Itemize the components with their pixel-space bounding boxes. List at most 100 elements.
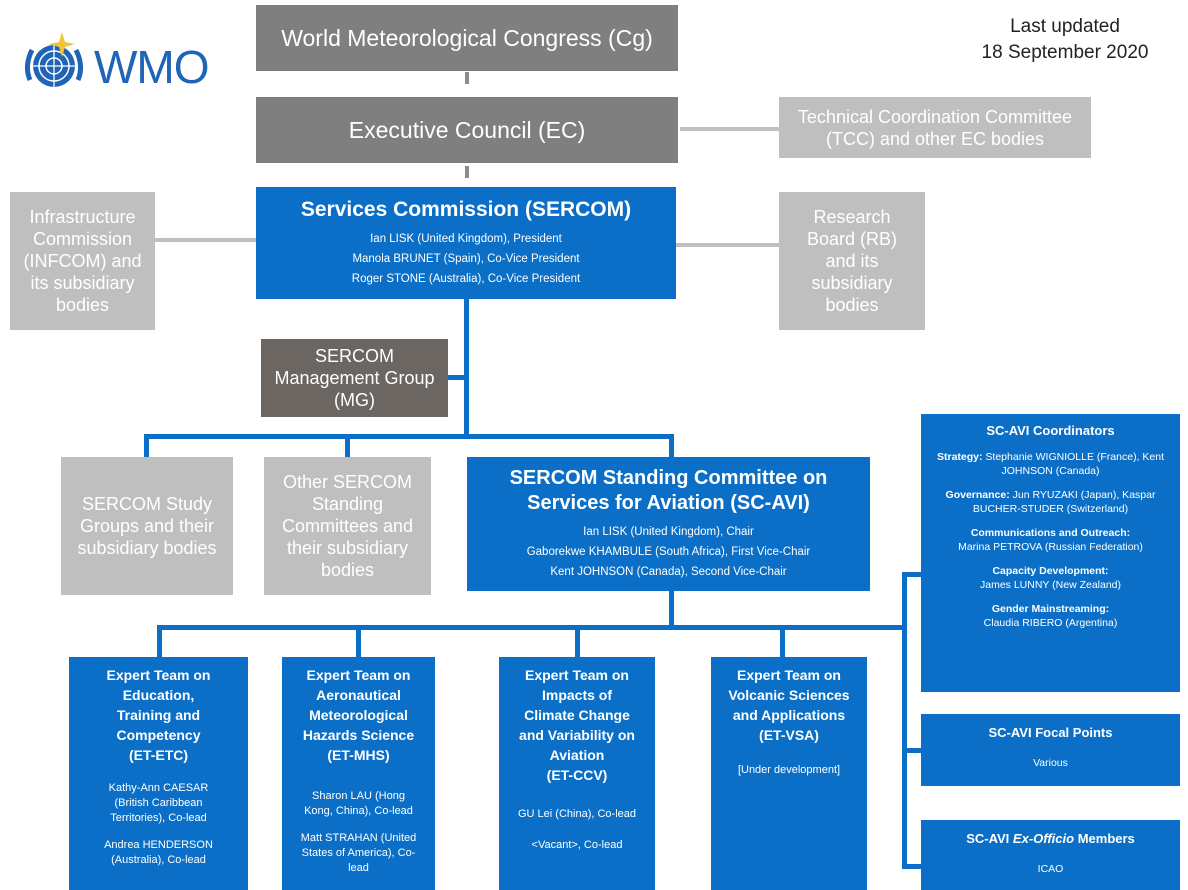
ex-officio-title-em: Ex-Officio xyxy=(1012,831,1075,846)
connector-mg xyxy=(448,375,466,380)
other-sc-box: Other SERCOM Standing Committees and the… xyxy=(264,457,431,595)
expert-team-vsa: Expert Team on Volcanic Sciences and App… xyxy=(711,657,867,890)
scavi-title-1: SERCOM Standing Committee on xyxy=(509,467,828,489)
connector-scavi xyxy=(669,434,674,458)
coordinator-governance-text: Jun RYUZAKI (Japan), Kaspar BUCHER-STUDE… xyxy=(972,489,1156,515)
et-etc-title-2: Education, xyxy=(122,687,195,703)
infcom-box: Infrastructure Commission (INFCOM) and i… xyxy=(10,192,155,330)
et-etc-person-2: Andrea HENDERSON (Australia), Co-lead xyxy=(104,838,213,868)
sercom-title: Services Commission (SERCOM) xyxy=(300,198,632,221)
et-etc-person-1-line-3: Territories), Co-lead xyxy=(110,812,207,824)
et-mhs-person-1-line-2: Kong, China), Co-lead xyxy=(304,805,413,817)
et-mhs-person-2-line-3: lead xyxy=(348,862,369,874)
other-sc-line-2: Standing xyxy=(311,494,384,514)
et-vsa-title-1: Expert Team on xyxy=(737,667,841,683)
et-vsa-title-2: Volcanic Sciences xyxy=(728,687,850,703)
coordinator-communications: Communications and Outreach:Marina PETRO… xyxy=(958,526,1143,554)
sercom-member-3: Roger STONE (Australia), Co-Vice Preside… xyxy=(351,273,581,285)
et-mhs-title-1: Expert Team on xyxy=(306,667,411,683)
sercom-member-1: Ian LISK (United Kingdom), President xyxy=(370,233,562,245)
et-ccv-title-2: Impacts of xyxy=(541,687,612,703)
infcom-line-5: bodies xyxy=(55,295,110,315)
expert-team-etc: Expert Team on Education, Training and C… xyxy=(69,657,248,890)
other-sc-line-5: bodies xyxy=(320,560,375,580)
other-sc-line-1: Other SERCOM xyxy=(282,472,413,492)
scavi-box: SERCOM Standing Committee on Services fo… xyxy=(467,457,870,591)
coordinator-strategy: Strategy: Stephanie WIGNIOLLE (France), … xyxy=(927,450,1174,478)
coordinator-capacity: Capacity Development: James LUNNY (New Ze… xyxy=(980,564,1121,592)
coordinator-strategy-text: Stephanie WIGNIOLLE (France), Kent JOHNS… xyxy=(982,451,1164,477)
et-ccv-title-4: and Variability on xyxy=(519,727,635,743)
et-ccv-person-2: <Vacant>, Co-lead xyxy=(532,838,623,853)
research-board-box: Research Board (RB) and its subsidiary b… xyxy=(779,192,925,330)
wmo-logo: WMO xyxy=(18,30,233,100)
et-etc-person-2-line-2: (Australia), Co-lead xyxy=(111,854,206,866)
executive-council-box: Executive Council (EC) xyxy=(256,97,678,163)
rb-line-1: Research xyxy=(813,207,891,227)
ex-officio-title-post: Members xyxy=(1074,831,1135,846)
scavi-member-3: Kent JOHNSON (Canada), Second Vice-Chair xyxy=(550,566,787,578)
et-etc-person-1-line-1: Kathy-Ann CAESAR xyxy=(108,782,209,794)
sercom-box: Services Commission (SERCOM) Ian LISK (U… xyxy=(256,187,676,299)
study-groups-line-2: Groups and their xyxy=(79,516,215,536)
coordinator-capacity-label: Capacity Development: xyxy=(992,565,1109,577)
connector-ec-tcc xyxy=(680,127,780,131)
wmo-logo-text: WMO xyxy=(94,41,210,93)
ex-officio-title-pre: SC-AVI xyxy=(966,831,1013,846)
connector-et-etc xyxy=(157,625,162,657)
et-mhs-person-2-line-1: Matt STRAHAN (United xyxy=(300,832,417,844)
connector-infcom-sercom xyxy=(155,238,257,242)
et-ccv-title-3: Climate Change xyxy=(524,707,630,723)
other-sc-line-4: their subsidiary xyxy=(286,538,409,558)
study-groups-line-3: subsidiary bodies xyxy=(77,538,217,558)
et-vsa-title-4: (ET-VSA) xyxy=(759,727,819,743)
et-mhs-person-2-line-2: States of America), Co- xyxy=(301,847,416,859)
other-sc-line-3: Committees and xyxy=(281,516,414,536)
et-etc-title-1: Expert Team on xyxy=(106,667,211,683)
connector-focal-points xyxy=(902,748,922,753)
study-groups-box: SERCOM Study Groups and their subsidiary… xyxy=(61,457,233,595)
connector-et-vsa xyxy=(780,625,785,657)
expert-team-ccv: Expert Team on Impacts of Climate Change… xyxy=(499,657,655,890)
connector-other-sc xyxy=(345,434,350,458)
et-mhs-person-1: Sharon LAU (Hong Kong, China), Co-lead xyxy=(304,789,413,819)
connector-right-vertical xyxy=(902,572,907,868)
congress-box: World Meteorological Congress (Cg) xyxy=(256,5,678,71)
ex-officio-title: SC-AVI Ex-Officio Members xyxy=(966,830,1135,848)
et-etc-person-1: Kathy-Ann CAESAR (British Caribbean Terr… xyxy=(109,781,209,826)
et-mhs-person-1-line-1: Sharon LAU (Hong xyxy=(312,790,405,802)
et-vsa-title-3: and Applications xyxy=(732,707,846,723)
et-ccv-person-2-line-1: <Vacant>, Co-lead xyxy=(531,839,623,851)
coordinator-communications-label: Communications and Outreach: xyxy=(970,527,1131,539)
focal-points-text: Various xyxy=(1033,757,1068,769)
coordinator-gender-label: Gender Mainstreaming: xyxy=(991,603,1110,615)
tcc-box: Technical Coordination Committee (TCC) a… xyxy=(779,97,1091,158)
connector-cg-ec xyxy=(465,72,469,84)
rb-line-5: bodies xyxy=(825,295,879,315)
coordinator-governance: Governance: Jun RYUZAKI (Japan), Kaspar … xyxy=(927,488,1174,516)
scavi-title-2: Services for Aviation (SC-AVI) xyxy=(527,492,810,514)
coordinator-capacity-text: James LUNNY (New Zealand) xyxy=(979,579,1122,591)
coordinators-title: SC-AVI Coordinators xyxy=(986,423,1115,438)
infcom-line-1: Infrastructure xyxy=(29,207,136,227)
last-updated-label: Last updated xyxy=(1010,16,1120,37)
et-vsa-person-1-line-1: [Under development] xyxy=(737,764,841,776)
et-ccv-title-1: Expert Team on xyxy=(525,667,629,683)
connector-sercom-rb xyxy=(675,243,779,247)
un-emblem-icon xyxy=(24,32,84,87)
et-ccv-title-5: Aviation xyxy=(549,747,605,763)
connector-et-bar xyxy=(157,625,907,630)
management-group-box: SERCOM Management Group (MG) xyxy=(261,339,448,417)
rb-line-2: Board (RB) xyxy=(806,229,898,249)
tcc-line-2: (TCC) and other EC bodies xyxy=(825,128,1045,149)
last-updated: Last updated 18 September 2020 xyxy=(960,14,1170,66)
et-mhs-person-2: Matt STRAHAN (United States of America),… xyxy=(301,831,417,876)
congress-label: World Meteorological Congress (Cg) xyxy=(281,24,653,51)
expert-team-mhs: Expert Team on Aeronautical Meteorologic… xyxy=(282,657,435,890)
coordinators-box: SC-AVI Coordinators Strategy: Stephanie … xyxy=(921,414,1180,692)
connector-et-mhs xyxy=(356,625,361,657)
et-etc-person-1-line-2: (British Caribbean xyxy=(114,797,203,809)
infcom-line-2: Commission xyxy=(32,229,133,249)
focal-points-title: SC-AVI Focal Points xyxy=(988,725,1113,740)
scavi-member-2: Gaborekwe KHAMBULE (South Africa), First… xyxy=(526,546,811,558)
